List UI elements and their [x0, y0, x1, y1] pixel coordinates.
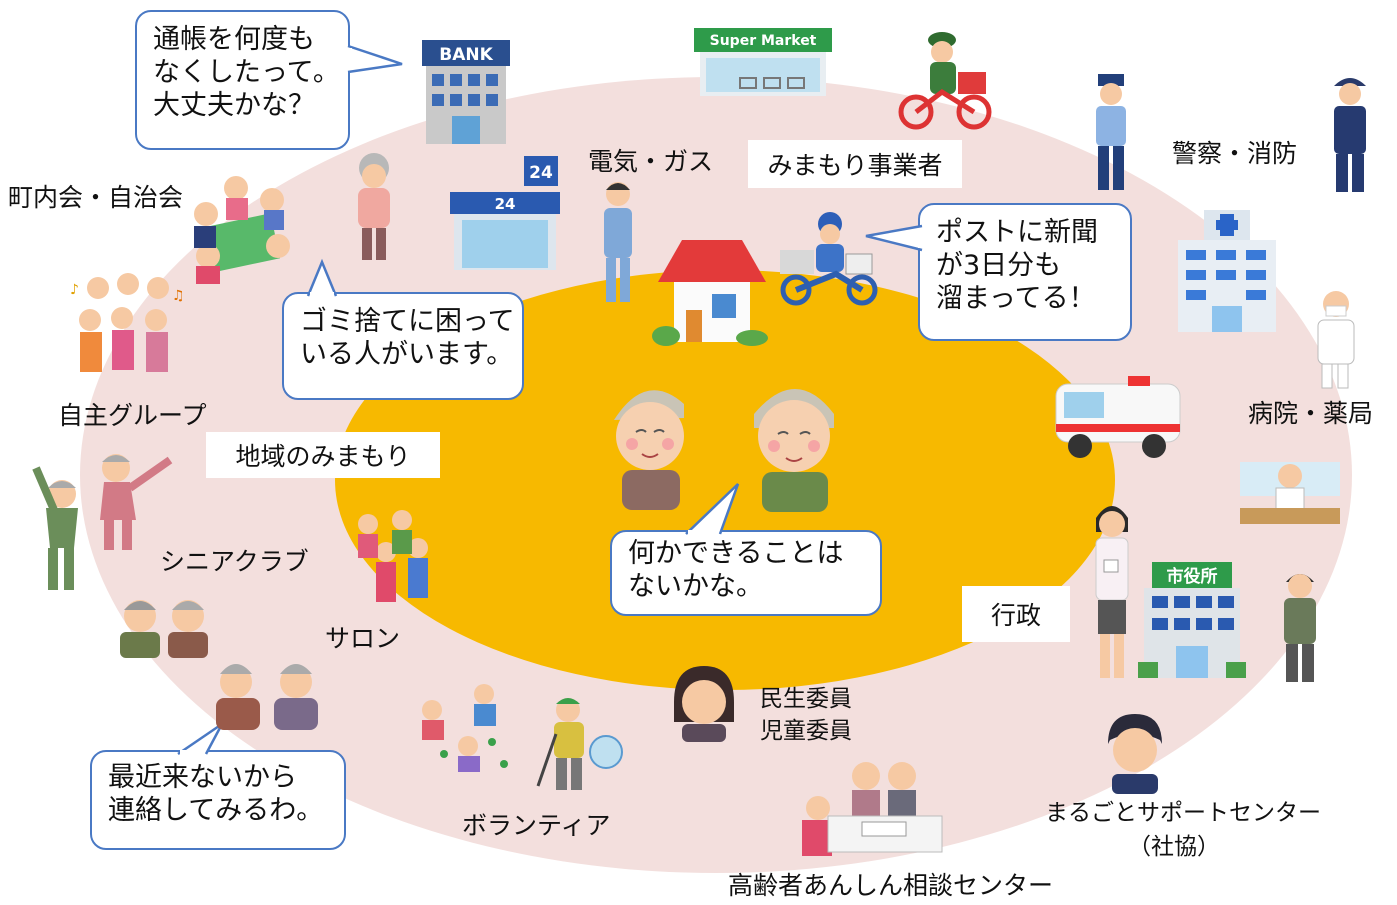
svg-text:♫: ♫ — [172, 288, 185, 304]
conbini-sign-front: 24 — [495, 195, 516, 213]
welfare-volunteer-icon — [674, 666, 734, 742]
cleanup-volunteer-icon — [536, 698, 623, 790]
label-gyosei: 行政 — [962, 586, 1070, 642]
bubble-newspaper-tail — [865, 224, 924, 252]
bubble-help-line: ないかな。 — [628, 570, 763, 602]
supermarket-sign: Super Market — [710, 33, 817, 49]
elderly-couple-icon — [614, 389, 834, 512]
salon-seniors-icon — [120, 600, 208, 658]
bubble-garbage-line: ゴミ捨てに困って — [300, 306, 515, 337]
official-icon — [1284, 574, 1316, 682]
bubble-contact: 最近来ないから 連絡してみるわ。 — [90, 750, 346, 850]
bubble-contact-line: 最近来ないから — [108, 762, 297, 793]
house-icon — [652, 240, 768, 346]
label-salon: サロン — [325, 624, 401, 653]
svg-text:♪: ♪ — [70, 282, 79, 298]
police-icon — [1096, 74, 1126, 190]
city-hall-icon: 市役所 — [1138, 562, 1246, 678]
convenience-store-icon: 24 24 — [450, 156, 560, 270]
label-marugoto-2: （社協） — [1128, 834, 1220, 860]
label-chonaikai: 町内会・自治会 — [8, 183, 184, 212]
label-volunteer: ボランティア — [462, 811, 611, 840]
label-mimamori-jigyosha: みまもり事業者 — [748, 140, 962, 188]
support-staff-icon — [1108, 714, 1162, 794]
label-minsei-2: 児童委員 — [760, 718, 852, 744]
pharmacist-icon — [1240, 462, 1340, 524]
hospital-icon — [1178, 210, 1276, 332]
choir-group-icon: ♪ ♫ — [70, 273, 185, 372]
consultation-icon — [802, 762, 943, 856]
label-minsei-1: 民生委員 — [760, 686, 852, 712]
utility-worker-icon — [604, 182, 632, 302]
firefighter-icon — [1334, 78, 1366, 192]
bubble-newspaper: ポストに新聞 が3日分も 溜まってる！ — [918, 203, 1132, 341]
garden-volunteer-icon — [422, 684, 508, 772]
bubble-bankbook-line: 大丈夫かな？ — [153, 89, 315, 121]
bubble-newspaper-line: ポストに新聞 — [936, 217, 1098, 248]
bubble-garbage-tail — [306, 258, 338, 298]
label-jishu-group: 自主グループ — [58, 401, 207, 430]
newspaper-delivery-icon — [780, 212, 878, 306]
bubble-bankbook: 通帳を何度も なくしたって。 大丈夫かな？ — [135, 10, 350, 150]
salon-group-icon — [358, 510, 428, 602]
label-koreisha-center: 高齢者あんしん相談センター — [728, 871, 1054, 900]
bubble-bankbook-line: 通帳を何度も — [153, 24, 315, 55]
staff-woman-icon — [1095, 506, 1129, 678]
label-keisatsu-shobo: 警察・消防 — [1172, 139, 1298, 168]
bubble-help-line: 何かできることは — [628, 538, 844, 569]
label-chiiki-mimamori: 地域のみまもり — [206, 432, 440, 478]
bubble-newspaper-line: が3日分も — [936, 249, 1062, 281]
bubble-help: 何かできることは ないかな。 — [610, 530, 882, 616]
supermarket-icon: Super Market — [694, 28, 832, 96]
bubble-newspaper-line: 溜まってる！ — [936, 282, 1096, 314]
label-byoin-yakkyoku: 病院・薬局 — [1248, 399, 1374, 428]
bubble-garbage: ゴミ捨てに困って いる人がいます。 — [282, 292, 524, 400]
label-denki-gas: 電気・ガス — [588, 147, 714, 176]
conbini-sign-top: 24 — [529, 163, 553, 183]
meeting-group-icon — [194, 176, 290, 284]
bubble-bankbook-line: なくしたって。 — [153, 56, 340, 88]
bubble-garbage-line: いる人がいます。 — [300, 338, 514, 370]
bubble-contact-line: 連絡してみるわ。 — [108, 794, 324, 826]
ambulance-icon — [1055, 376, 1181, 458]
bank-sign: BANK — [439, 45, 493, 65]
elderly-woman-icon — [358, 153, 390, 260]
postman-icon — [898, 32, 992, 130]
label-marugoto-1: まるごとサポートセンター — [1045, 800, 1321, 826]
bubble-help-tail — [685, 483, 740, 536]
inner-family-circle — [335, 270, 1115, 690]
bubble-bankbook-tail — [344, 44, 403, 74]
label-senior-club: シニアクラブ — [160, 547, 309, 576]
bank-icon: BANK — [422, 40, 510, 144]
city-hall-sign: 市役所 — [1167, 566, 1218, 587]
chatting-women-icon — [216, 664, 318, 730]
exercise-seniors-icon — [32, 454, 173, 590]
doctor-icon — [1317, 291, 1355, 389]
